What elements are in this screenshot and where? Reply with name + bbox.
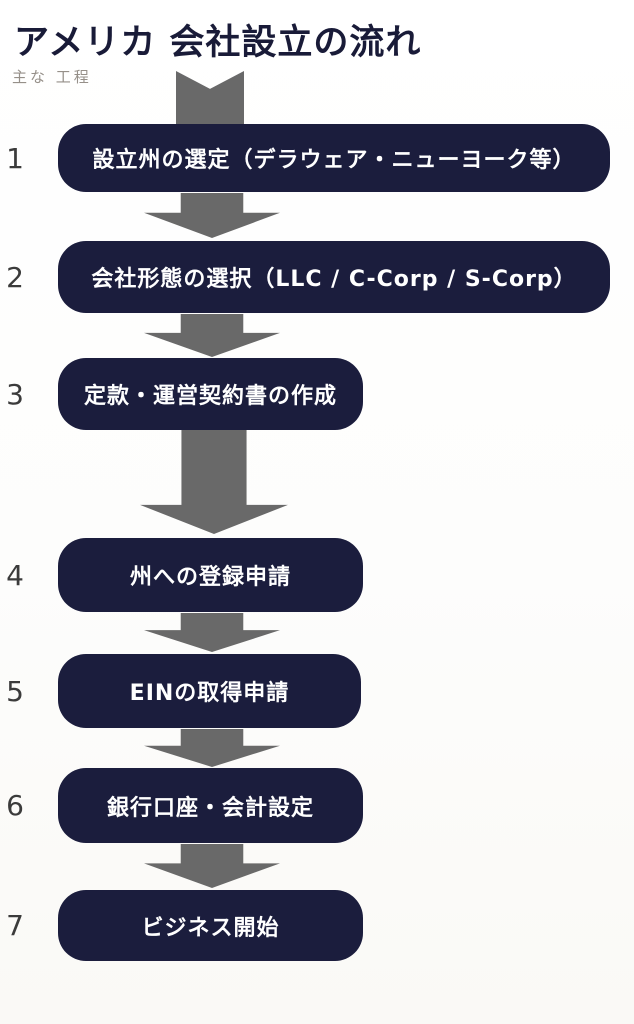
step-box-6: 銀行口座・会計設定 bbox=[58, 768, 363, 843]
step-label-7: ビジネス開始 bbox=[141, 915, 280, 941]
down-arrow-5 bbox=[144, 729, 280, 767]
step-number-3: 3 bbox=[6, 377, 24, 411]
step-label-5: EINの取得申請 bbox=[129, 681, 290, 706]
step-number-2: 2 bbox=[6, 260, 24, 294]
step-number-4: 4 bbox=[6, 558, 24, 592]
page-subtitle: 主な 工程 bbox=[12, 68, 92, 86]
step-label-4: 州への登録申請 bbox=[129, 565, 291, 590]
step-number-6: 6 bbox=[6, 789, 24, 822]
step-box-3: 定款・運営契約書の作成 bbox=[58, 358, 363, 430]
step-number-5: 5 bbox=[6, 674, 24, 708]
down-arrow-tail bbox=[176, 71, 244, 125]
step-number-1: 1 bbox=[6, 141, 24, 175]
down-arrow-1 bbox=[144, 193, 280, 238]
step-label-3: 定款・運営契約書の作成 bbox=[83, 384, 337, 409]
down-arrow-4 bbox=[144, 613, 280, 652]
step-number-7: 7 bbox=[6, 909, 24, 942]
step-box-4: 州への登録申請 bbox=[58, 538, 363, 612]
down-arrow-6 bbox=[144, 844, 280, 888]
step-label-2: 会社形態の選択（LLC / C-Corp / S-Corp） bbox=[91, 267, 577, 292]
down-arrow-2 bbox=[144, 314, 280, 357]
step-label-6: 銀行口座・会計設定 bbox=[106, 795, 314, 821]
down-arrow-3 bbox=[140, 430, 288, 534]
page-title: アメリカ 会社設立の流れ bbox=[14, 23, 422, 63]
step-box-5: EINの取得申請 bbox=[58, 654, 361, 728]
step-label-1: 設立州の選定（デラウェア・ニューヨーク等） bbox=[92, 148, 576, 173]
step-box-1: 設立州の選定（デラウェア・ニューヨーク等） bbox=[58, 124, 610, 192]
step-box-7: ビジネス開始 bbox=[58, 890, 363, 961]
step-box-2: 会社形態の選択（LLC / C-Corp / S-Corp） bbox=[58, 241, 610, 313]
